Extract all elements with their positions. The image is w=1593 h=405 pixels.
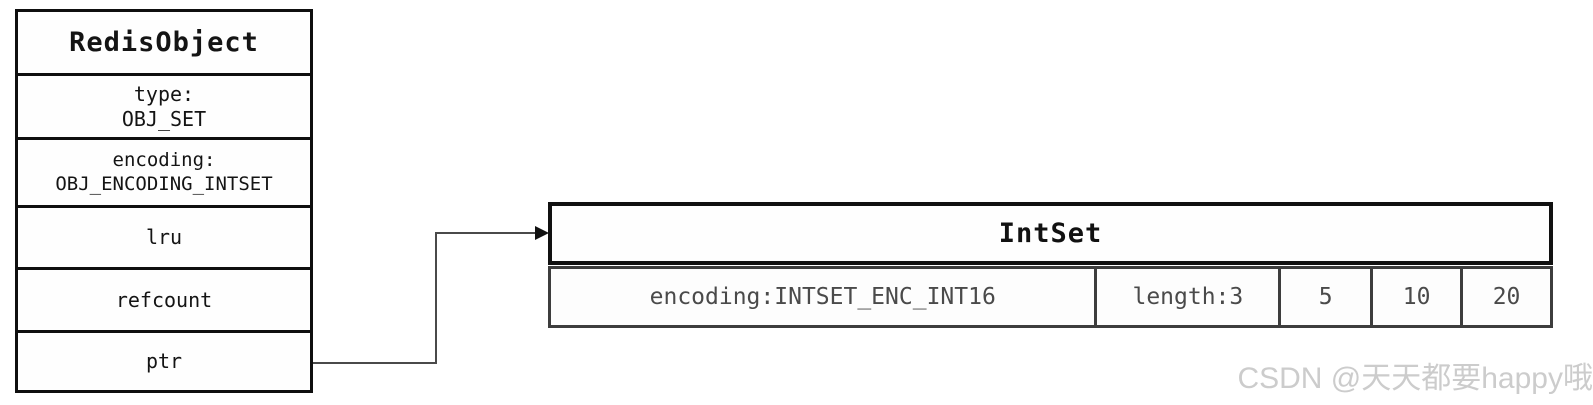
redis-object-row-lru: lru <box>18 205 310 267</box>
watermark: CSDN @天天都要happy哦 <box>1237 362 1593 395</box>
redis-object-row-refcount: refcount <box>18 267 310 330</box>
encoding-value: OBJ_ENCODING_INTSET <box>55 172 273 195</box>
type-value: OBJ_SET <box>121 106 207 131</box>
type-label: type: <box>133 81 195 106</box>
redis-object-title: RedisObject <box>69 27 259 58</box>
encoding-label: encoding: <box>112 148 216 171</box>
lru-label: lru <box>145 225 183 249</box>
intset-cell-length: length:3 <box>1094 269 1278 325</box>
ptr-arrow-line <box>313 232 537 364</box>
redis-object-row-type: type: OBJ_SET <box>18 73 310 137</box>
redis-object-row-encoding: encoding: OBJ_ENCODING_INTSET <box>18 137 310 205</box>
redis-object-table: RedisObject type: OBJ_SET encoding: OBJ_… <box>15 9 313 393</box>
refcount-label: refcount <box>115 287 213 312</box>
intset-cell-encoding: encoding:INTSET_ENC_INT16 <box>649 284 996 310</box>
intset-cell-value-3: 20 <box>1460 269 1550 325</box>
ptr-arrowhead-icon <box>535 226 549 240</box>
ptr-label: ptr <box>145 349 183 373</box>
intset-cell-value-1: 5 <box>1278 269 1370 325</box>
intset-cell-value-2: 10 <box>1370 269 1460 325</box>
intset-row: encoding:INTSET_ENC_INT16 length:3 5 10 … <box>548 266 1553 328</box>
redis-object-row-ptr: ptr <box>18 330 310 390</box>
intset-title: IntSet <box>548 202 1553 265</box>
